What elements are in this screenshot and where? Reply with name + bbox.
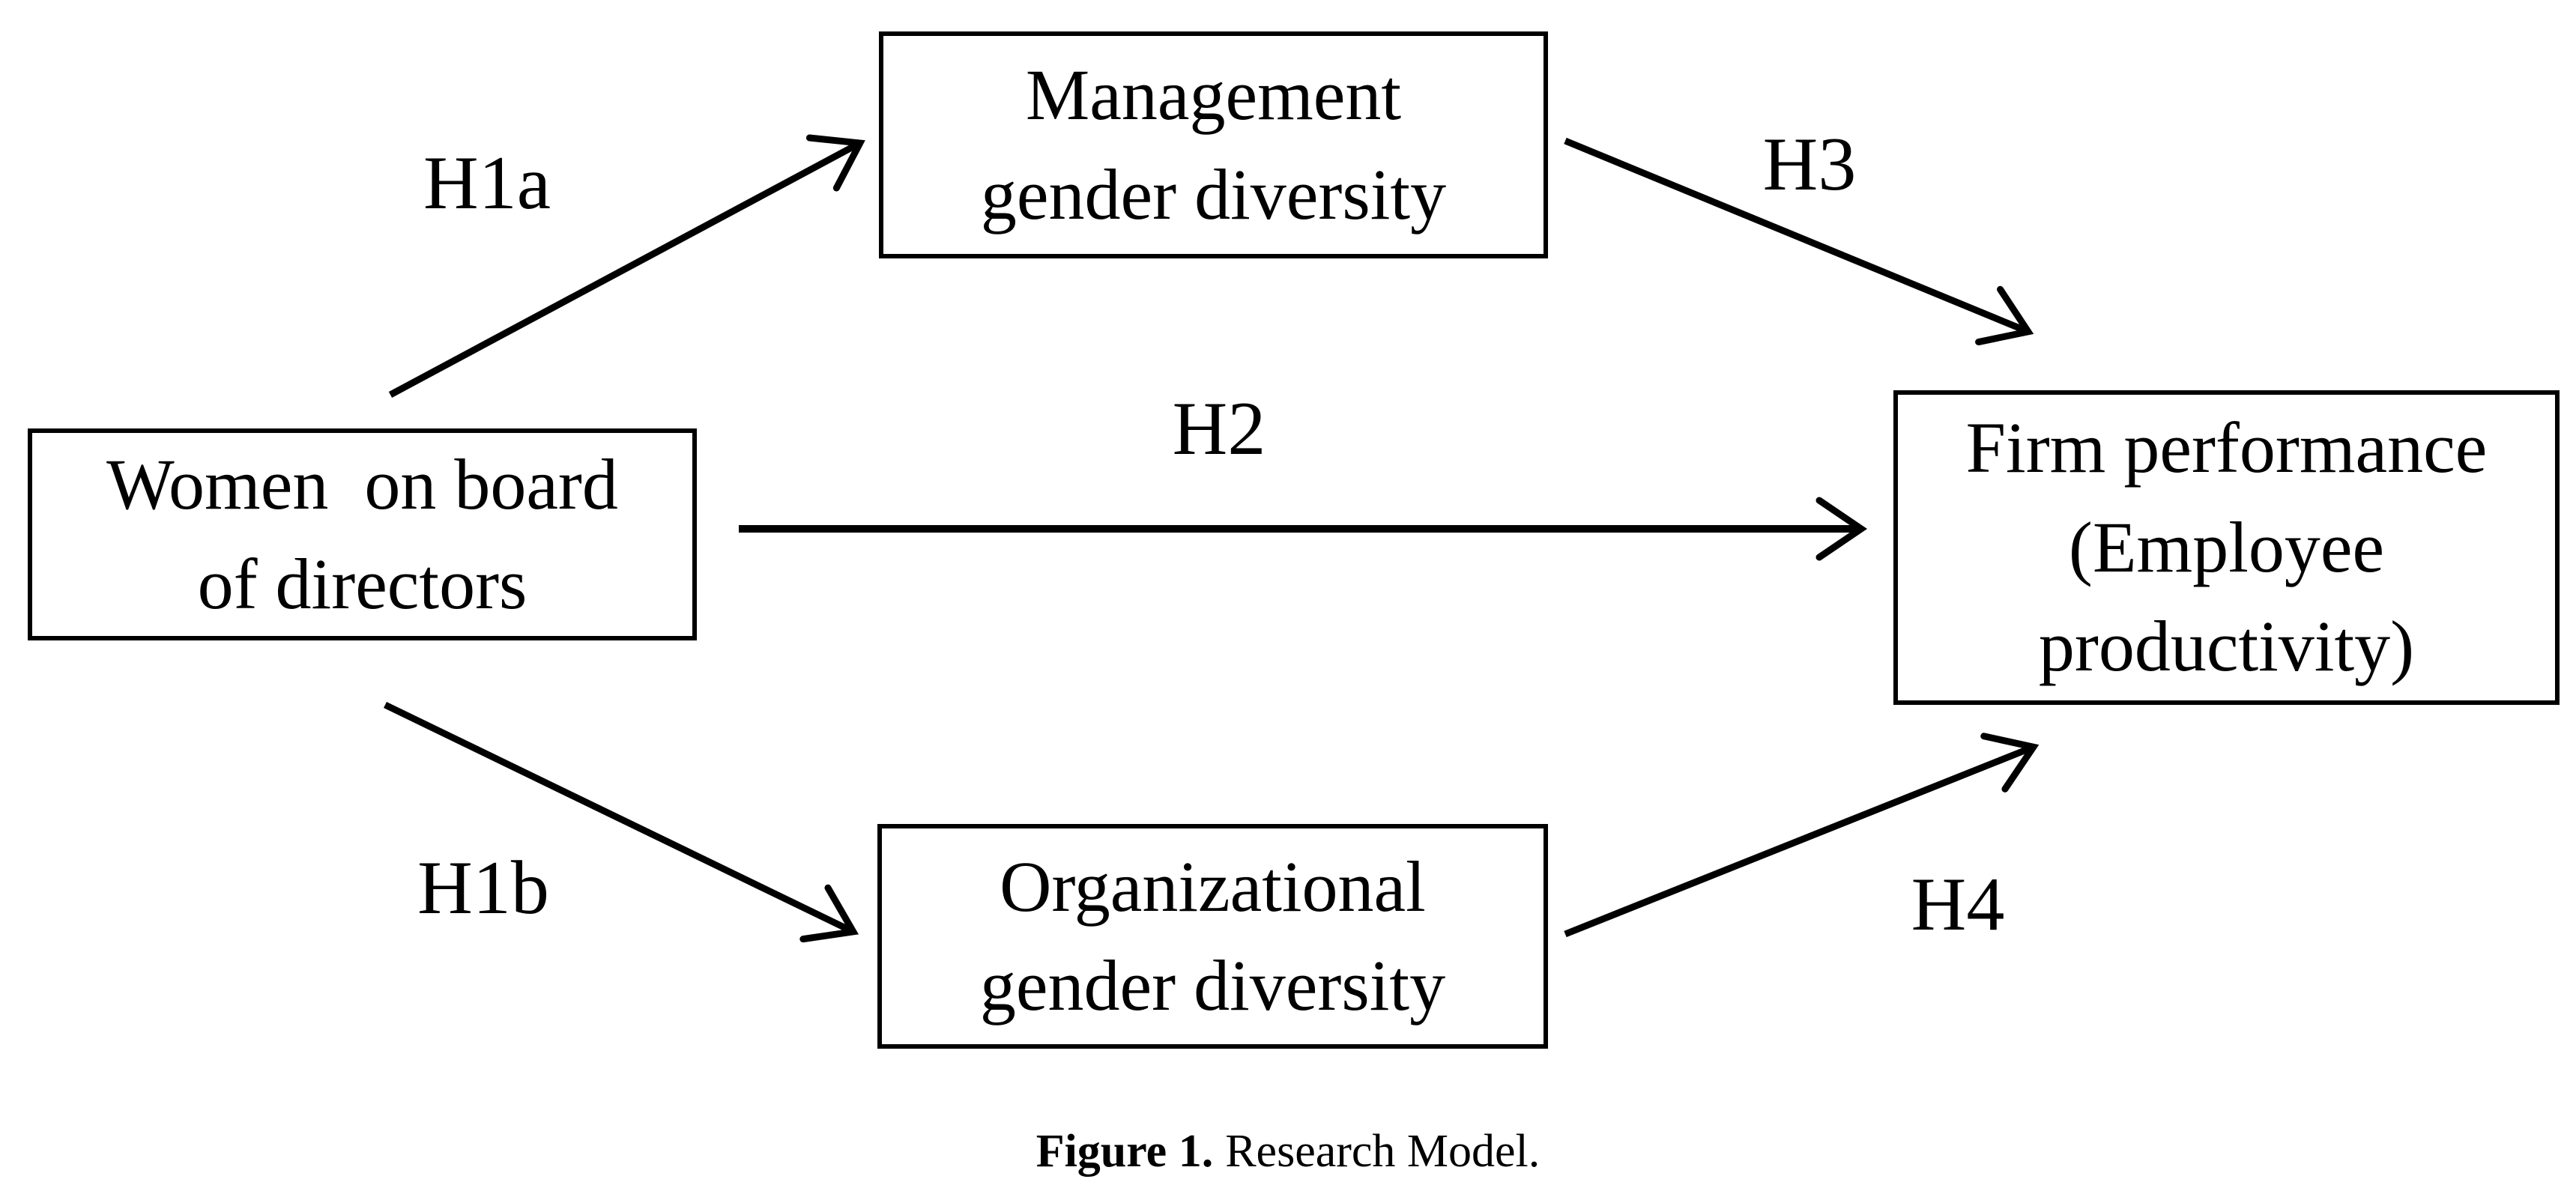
figure-caption: Figure 1.Research Model. xyxy=(0,1124,2576,1179)
node-management-gender-diversity: Management gender diversity xyxy=(879,31,1548,258)
hypothesis-label-h2: H2 xyxy=(1172,387,1266,471)
arrow-h4 xyxy=(1564,733,2040,938)
arrow-h3 xyxy=(1564,137,2034,346)
arrow-h1a xyxy=(388,134,865,398)
figure-caption-number: Figure 1. xyxy=(1035,1126,1214,1177)
node-organizational-gender-diversity-label: Organizational gender diversity xyxy=(979,846,1446,1025)
node-women-on-board-label: Women on board of directors xyxy=(106,444,618,624)
figure-caption-text: Research Model. xyxy=(1225,1126,1541,1177)
hypothesis-label-h1b: H1b xyxy=(417,846,549,930)
node-women-on-board: Women on board of directors xyxy=(28,428,697,640)
node-organizational-gender-diversity: Organizational gender diversity xyxy=(877,824,1548,1049)
hypothesis-label-h3: H3 xyxy=(1762,122,1857,207)
node-firm-performance-label: Firm performance (Employee productivity) xyxy=(1965,407,2488,687)
node-firm-performance: Firm performance (Employee productivity) xyxy=(1893,390,2560,705)
hypothesis-label-h4: H4 xyxy=(1911,862,2005,947)
hypothesis-label-h1a: H1a xyxy=(423,141,551,225)
arrow-h1b xyxy=(384,701,859,943)
node-management-gender-diversity-label: Management gender diversity xyxy=(980,55,1447,234)
